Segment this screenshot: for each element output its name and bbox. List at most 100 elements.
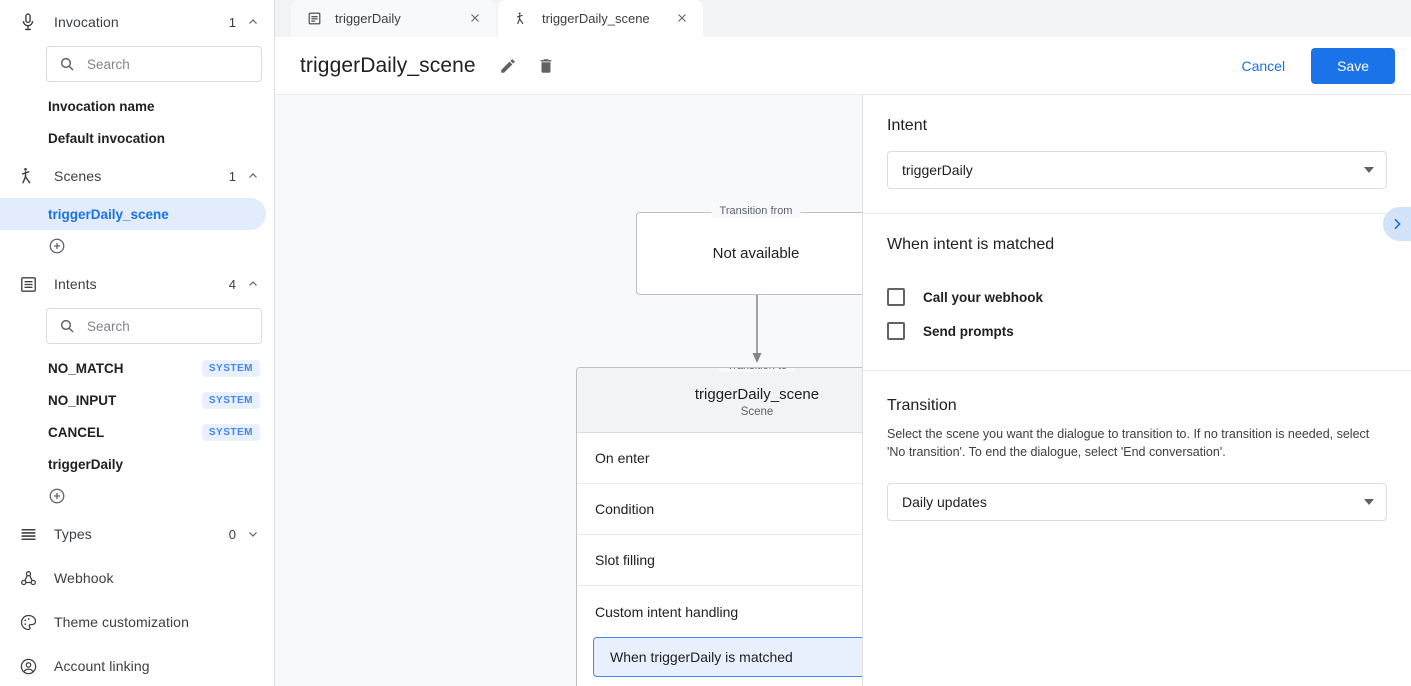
sidebar-item-label: triggerDaily [48, 456, 124, 472]
properties-panel: Intent triggerDaily When intent is match… [862, 95, 1411, 686]
transition-select[interactable]: Daily updates [887, 483, 1387, 522]
checkbox-label: Send prompts [923, 323, 1014, 339]
page-header: triggerDaily_scene Cancel Save [275, 37, 1411, 95]
scene-icon [514, 11, 530, 27]
sidebar-item-no-match[interactable]: NO_MATCH SYSTEM [0, 352, 274, 384]
scene-row-condition[interactable]: Condition + [577, 484, 862, 535]
checkbox-call-your-webhook[interactable]: Call your webhook [887, 288, 1387, 306]
checkbox-box[interactable] [887, 322, 905, 340]
when-matched-title: When intent is matched [887, 236, 1055, 253]
sidebar-item-label: Theme customization [54, 614, 189, 630]
tab-triggerdaily[interactable]: triggerDaily [291, 0, 496, 37]
sidebar-item-default-invocation[interactable]: Default invocation [0, 122, 274, 154]
sidebar-section-label: Intents [54, 276, 97, 292]
close-icon[interactable] [468, 11, 484, 27]
sidebar-section-intents[interactable]: Intents 4 [0, 262, 274, 306]
chevron-up-icon[interactable] [246, 277, 260, 291]
tab-label: triggerDaily_scene [542, 11, 650, 26]
scene-row-label: Custom intent handling [595, 603, 739, 620]
sidebar-item-label: Webhook [54, 570, 114, 586]
sidebar-item-no-input[interactable]: NO_INPUT SYSTEM [0, 384, 274, 416]
sidebar-item-label: triggerDaily_scene [48, 206, 169, 222]
scene-card-header: triggerDaily_scene Scene [577, 368, 862, 433]
sidebar-item-webhook[interactable]: Webhook [0, 556, 274, 600]
transition-from-legend: Transition from [711, 205, 801, 217]
connector-from-to [752, 291, 762, 363]
status-badge: SYSTEM [201, 359, 260, 377]
sidebar-item-triggerdaily-scene[interactable]: triggerDaily_scene [0, 198, 266, 230]
sidebar-section-types[interactable]: Types 0 [0, 512, 274, 556]
intent-handler-chip[interactable]: When triggerDaily is matched [593, 637, 862, 677]
add-intent-button[interactable] [0, 480, 274, 512]
scene-row-on-enter[interactable]: On enter + [577, 433, 862, 484]
intent-handler-label: When triggerDaily is matched [610, 649, 793, 665]
transition-from-node[interactable]: Transition from Not available [636, 205, 862, 295]
transition-description: Select the scene you want the dialogue t… [887, 427, 1370, 460]
sidebar-item-label: NO_INPUT [48, 392, 117, 408]
trash-icon[interactable] [532, 52, 560, 80]
tab-strip: triggerDaily triggerDaily_scene [275, 0, 1411, 37]
search-icon [59, 56, 75, 72]
scene-card-title: triggerDaily_scene [694, 386, 820, 403]
cancel-button[interactable]: Cancel [1227, 49, 1299, 83]
intents-search-input[interactable] [87, 318, 249, 334]
sidebar-item-triggerdaily[interactable]: triggerDaily [0, 448, 274, 480]
sidebar-section-scenes[interactable]: Scenes 1 [0, 154, 274, 198]
sidebar-item-label: CANCEL [48, 424, 105, 440]
sidebar: Invocation 1 Invocation name Default inv… [0, 0, 275, 686]
chevron-up-icon[interactable] [246, 169, 260, 183]
intent-section-title: Intent [887, 117, 928, 134]
scene-row-slot-filling[interactable]: Slot filling + [577, 535, 862, 586]
sidebar-item-label: Invocation name [48, 98, 155, 114]
status-badge: SYSTEM [201, 423, 260, 441]
save-button[interactable]: Save [1311, 47, 1395, 84]
plus-circle-icon [49, 238, 65, 254]
invocation-search[interactable] [46, 46, 262, 82]
sidebar-section-label: Invocation [54, 14, 119, 30]
chevron-down-icon[interactable] [246, 527, 260, 541]
main-area: triggerDaily triggerDaily_scene triggerD… [275, 0, 1411, 686]
close-icon[interactable] [675, 11, 691, 27]
chevron-right-icon[interactable] [1383, 207, 1411, 241]
tab-label: triggerDaily [335, 11, 401, 26]
sidebar-item-invocation-name[interactable]: Invocation name [0, 90, 274, 122]
add-scene-button[interactable] [0, 230, 274, 262]
chevron-down-icon [1364, 499, 1374, 506]
sidebar-section-invocation[interactable]: Invocation 1 [0, 0, 274, 44]
scene-row-label: On enter [595, 450, 650, 466]
invocation-search-input[interactable] [87, 56, 249, 72]
transition-select-value: Daily updates [902, 494, 987, 511]
body-area: Transition from Not available Transition… [275, 95, 1411, 686]
intent-select[interactable]: triggerDaily [887, 151, 1387, 189]
checkbox-box[interactable] [887, 288, 905, 306]
status-badge: SYSTEM [201, 391, 260, 409]
sidebar-item-label: Default invocation [48, 130, 166, 146]
sidebar-item-account-linking[interactable]: Account linking [0, 644, 274, 686]
intent-select-value: triggerDaily [902, 162, 973, 178]
microphone-icon [16, 10, 40, 34]
scene-canvas[interactable]: Transition from Not available Transition… [275, 95, 862, 686]
sidebar-item-cancel[interactable]: CANCEL SYSTEM [0, 416, 274, 448]
transition-section-title: Transition [887, 397, 957, 414]
intent-section: Intent triggerDaily [863, 95, 1411, 214]
sidebar-item-label: NO_MATCH [48, 360, 124, 376]
when-intent-matched-section: When intent is matched Call your webhook… [863, 214, 1411, 371]
plus-circle-icon [49, 488, 65, 504]
pencil-icon[interactable] [494, 52, 522, 80]
scene-row-label: Condition [595, 501, 655, 517]
account-icon [16, 654, 40, 678]
transition-to-legend: Transition to [718, 368, 796, 372]
intents-icon [16, 272, 40, 296]
chevron-up-icon[interactable] [246, 15, 260, 29]
intents-search[interactable] [46, 308, 262, 344]
sidebar-section-label: Types [54, 526, 92, 542]
checkbox-send-prompts[interactable]: Send prompts [887, 322, 1387, 340]
tab-triggerdaily-scene[interactable]: triggerDaily_scene [498, 0, 703, 37]
palette-icon [16, 610, 40, 634]
sidebar-section-count: 1 [228, 168, 236, 184]
scene-row-custom-intent-handling[interactable]: Custom intent handling + [577, 586, 862, 637]
sidebar-item-theme-customization[interactable]: Theme customization [0, 600, 274, 644]
transition-from-value: Not available [712, 245, 800, 262]
sidebar-item-label: Account linking [54, 658, 150, 674]
